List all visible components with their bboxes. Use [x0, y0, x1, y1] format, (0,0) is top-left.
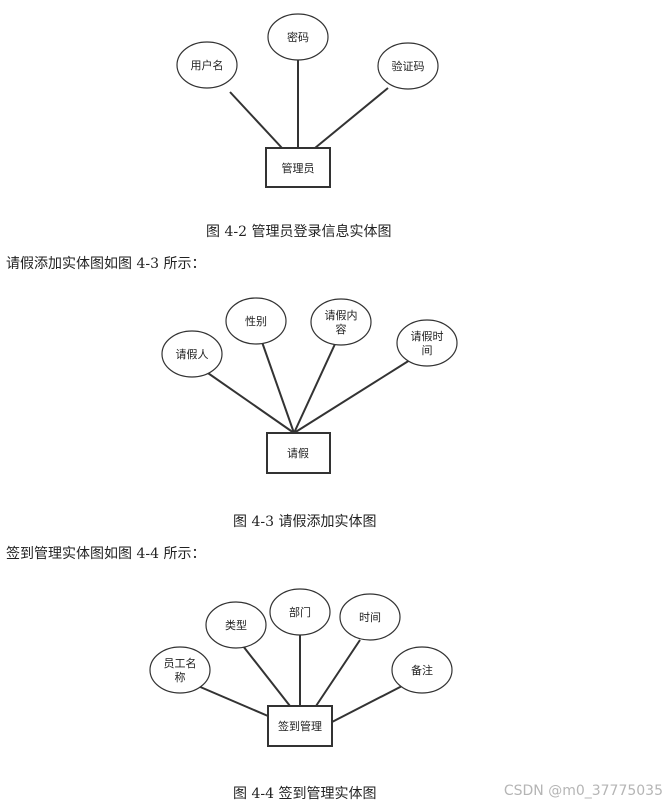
entity-box [267, 705, 333, 747]
attribute-ellipse [391, 646, 453, 694]
attribute-ellipse [225, 297, 287, 345]
connector-line [229, 91, 283, 149]
connector-line [314, 87, 389, 149]
intro-text: 签到管理实体图如图 4-4 所示： [6, 546, 206, 562]
attribute-ellipse [269, 588, 331, 636]
attribute-label: 间 [422, 344, 433, 357]
attribute-label: 部门 [289, 605, 311, 619]
attribute-label: 容 [336, 322, 347, 336]
attribute-label: 类型 [225, 618, 247, 632]
entity-box [265, 147, 331, 188]
diagram-signin-manage-labels: 员工名 称 类型 部门 时间 备注 签到管理 [164, 605, 434, 733]
attribute-ellipse [267, 13, 329, 61]
entity-label: 请假 [287, 446, 309, 460]
diagram-admin-login-labels: 用户名 密码 验证码 管理员 [191, 30, 425, 175]
attribute-ellipse [161, 330, 223, 378]
attribute-label: 请假人 [176, 347, 209, 361]
connector-line [204, 370, 295, 434]
figure-caption: 图 4-4 签到管理实体图 [233, 786, 377, 802]
attribute-ellipse [396, 319, 458, 367]
diagram-leave-add [161, 297, 458, 474]
entity-label: 管理员 [282, 161, 315, 175]
attribute-ellipse [310, 298, 372, 346]
attribute-label: 员工名 [164, 656, 197, 670]
attribute-label: 请假时 [411, 329, 444, 343]
diagram-admin-login [176, 13, 439, 188]
attribute-ellipse [176, 41, 238, 89]
connector-line [331, 684, 405, 723]
figure-caption: 图 4-3 请假添加实体图 [233, 514, 377, 530]
diagram-signin-manage [149, 588, 453, 747]
attribute-label: 称 [175, 670, 186, 684]
attribute-label: 请假内 [325, 308, 358, 322]
entity-box [266, 432, 331, 474]
connector-line [293, 343, 336, 434]
attribute-label: 验证码 [392, 59, 425, 73]
attribute-ellipse [377, 42, 439, 90]
attribute-ellipse [339, 593, 401, 641]
connector-line [242, 645, 291, 707]
watermark: CSDN @m0_37775035 [503, 783, 663, 799]
attribute-label: 密码 [287, 30, 309, 44]
attribute-label: 时间 [359, 611, 381, 624]
connector-line [261, 341, 295, 434]
attribute-label: 用户名 [191, 58, 224, 72]
figure-caption: 图 4-2 管理员登录信息实体图 [206, 224, 392, 240]
attribute-label: 性别 [245, 314, 267, 328]
connector-line [197, 685, 269, 717]
attribute-ellipse [205, 601, 267, 649]
diagram-leave-add-labels: 请假人 性别 请假内 容 请假时 间 请假 [176, 308, 444, 460]
entity-label: 签到管理 [278, 719, 322, 733]
attribute-label: 备注 [411, 663, 433, 677]
attribute-ellipse [149, 646, 211, 694]
intro-text: 请假添加实体图如图 4-3 所示： [6, 256, 206, 272]
connector-line [293, 359, 411, 434]
connector-line [315, 639, 361, 707]
